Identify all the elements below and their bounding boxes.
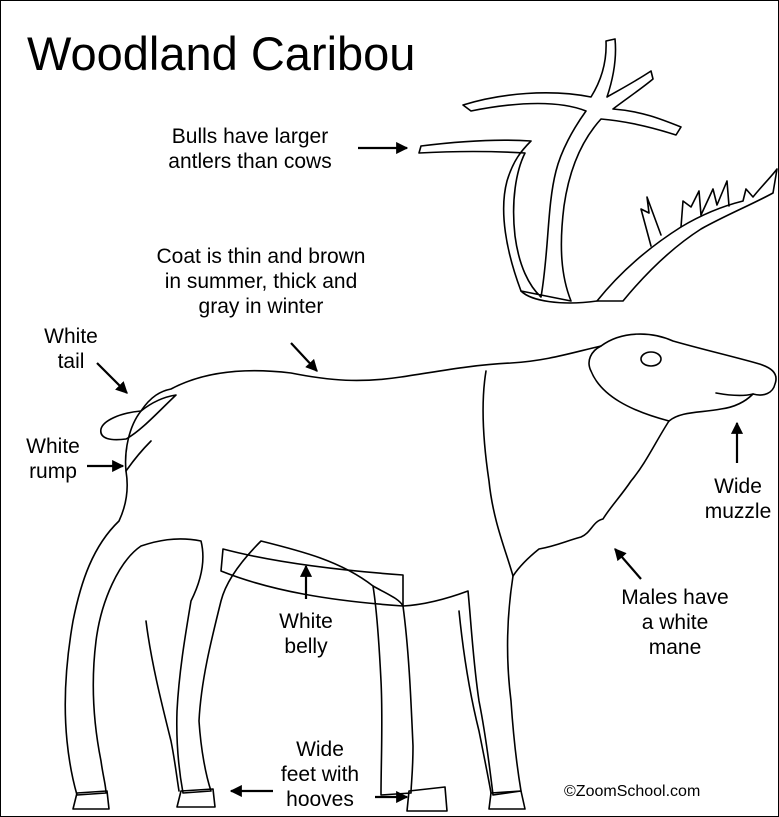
label-coat: Coat is thin and brown in summer, thick … bbox=[127, 244, 395, 319]
label-tail-line-1: White bbox=[31, 324, 111, 349]
label-belly-line-2: belly bbox=[263, 634, 349, 659]
hoof-front bbox=[407, 787, 447, 811]
label-antlers: Bulls have larger antlers than cows bbox=[147, 124, 353, 174]
label-rump-line-1: White bbox=[15, 434, 91, 459]
antler-right bbox=[597, 169, 777, 301]
label-mane: Males have a white mane bbox=[597, 585, 753, 660]
label-coat-line-1: Coat is thin and brown bbox=[127, 244, 395, 269]
label-antlers-line-2: antlers than cows bbox=[147, 149, 353, 174]
label-belly-line-1: White bbox=[263, 609, 349, 634]
label-muzzle: Wide muzzle bbox=[695, 474, 779, 524]
label-antlers-line-1: Bulls have larger bbox=[147, 124, 353, 149]
label-coat-line-2: in summer, thick and bbox=[127, 269, 395, 294]
antler-left bbox=[419, 39, 681, 301]
label-rump-line-2: rump bbox=[15, 459, 91, 484]
page-title: Woodland Caribou bbox=[27, 27, 415, 81]
mane-arrow bbox=[615, 549, 641, 579]
label-mane-line-3: mane bbox=[597, 635, 753, 660]
label-feet-line-2: feet with bbox=[263, 762, 377, 787]
caribou-body-outline bbox=[65, 334, 776, 795]
eye bbox=[641, 352, 661, 366]
label-belly: White belly bbox=[263, 609, 349, 659]
copyright-credit: ©ZoomSchool.com bbox=[564, 783, 700, 801]
label-feet-line-1: Wide bbox=[263, 737, 377, 762]
label-mane-line-1: Males have bbox=[597, 585, 753, 610]
label-coat-line-3: gray in winter bbox=[127, 294, 395, 319]
tail-outline bbox=[101, 395, 176, 440]
label-feet: Wide feet with hooves bbox=[263, 737, 377, 812]
coat-arrow bbox=[291, 343, 317, 371]
label-tail-line-2: tail bbox=[31, 349, 111, 374]
label-feet-line-3: hooves bbox=[263, 787, 377, 812]
label-muzzle-line-1: Wide bbox=[695, 474, 779, 499]
label-tail: White tail bbox=[31, 324, 111, 374]
label-muzzle-line-2: muzzle bbox=[695, 499, 779, 524]
label-rump: White rump bbox=[15, 434, 91, 484]
label-mane-line-2: a white bbox=[597, 610, 753, 635]
